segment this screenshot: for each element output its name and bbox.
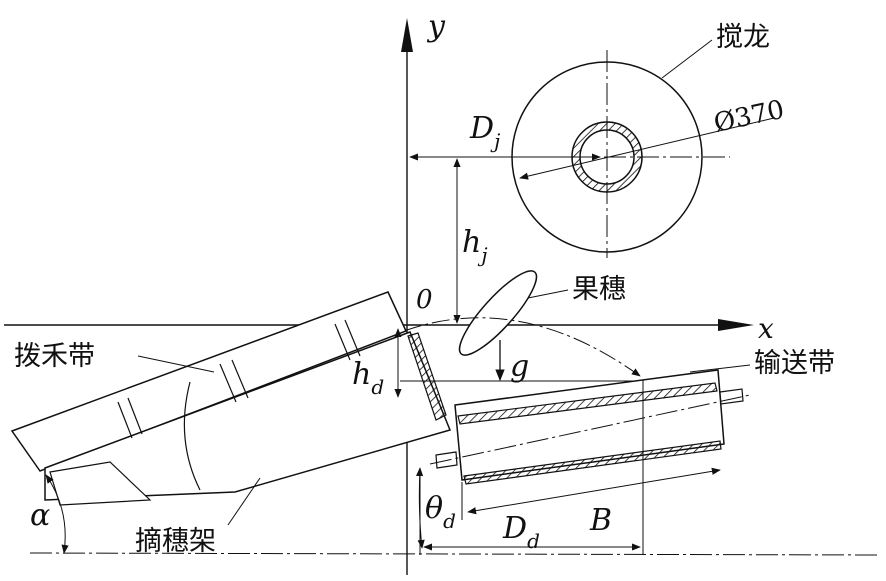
- hj-label: hj: [462, 225, 488, 267]
- hd-label: hd: [352, 357, 384, 399]
- hj-dimension: hj: [453, 158, 488, 324]
- grain-ear-label: 果穗: [572, 274, 626, 305]
- gravity-label: g: [510, 349, 529, 384]
- x-axis-label: x: [758, 312, 774, 345]
- auger: Ø370 搅龙: [505, 22, 787, 258]
- origin-label: 0: [416, 285, 433, 315]
- conveyor-belt-label: 输送带: [754, 348, 835, 379]
- trajectory-arc: [403, 317, 641, 377]
- dj-dimension: Dj: [409, 111, 601, 161]
- grain-ear: 果穗 g: [458, 270, 626, 384]
- alpha-label: α: [30, 498, 50, 533]
- auger-diameter-label: Ø370: [711, 95, 787, 139]
- picking-belt-label: 拨禾带: [14, 341, 95, 372]
- auger-leader: [661, 39, 713, 79]
- y-axis: y: [401, 9, 446, 575]
- b-label: B: [589, 503, 612, 538]
- b-dimension: B: [423, 380, 644, 555]
- guide-plate: [407, 332, 447, 421]
- grain-ear-shape: [458, 270, 538, 356]
- frame-label: 摘穗架: [135, 526, 216, 557]
- y-axis-label: y: [426, 9, 446, 44]
- conveyor-belt: 输送带: [429, 348, 835, 485]
- frame-callout: 摘穗架: [135, 477, 261, 557]
- auger-diameter-line: [519, 117, 775, 180]
- auger-label: 搅龙: [716, 22, 770, 53]
- theta-label: θd: [425, 491, 456, 533]
- alpha-angle: α: [30, 474, 69, 554]
- theta-angle: θd: [416, 467, 456, 555]
- dj-label: Dj: [469, 111, 500, 153]
- baseline: [29, 552, 881, 556]
- picking-belt-callout: 拨禾带: [14, 341, 215, 373]
- ear-picking-frame: [10, 291, 452, 506]
